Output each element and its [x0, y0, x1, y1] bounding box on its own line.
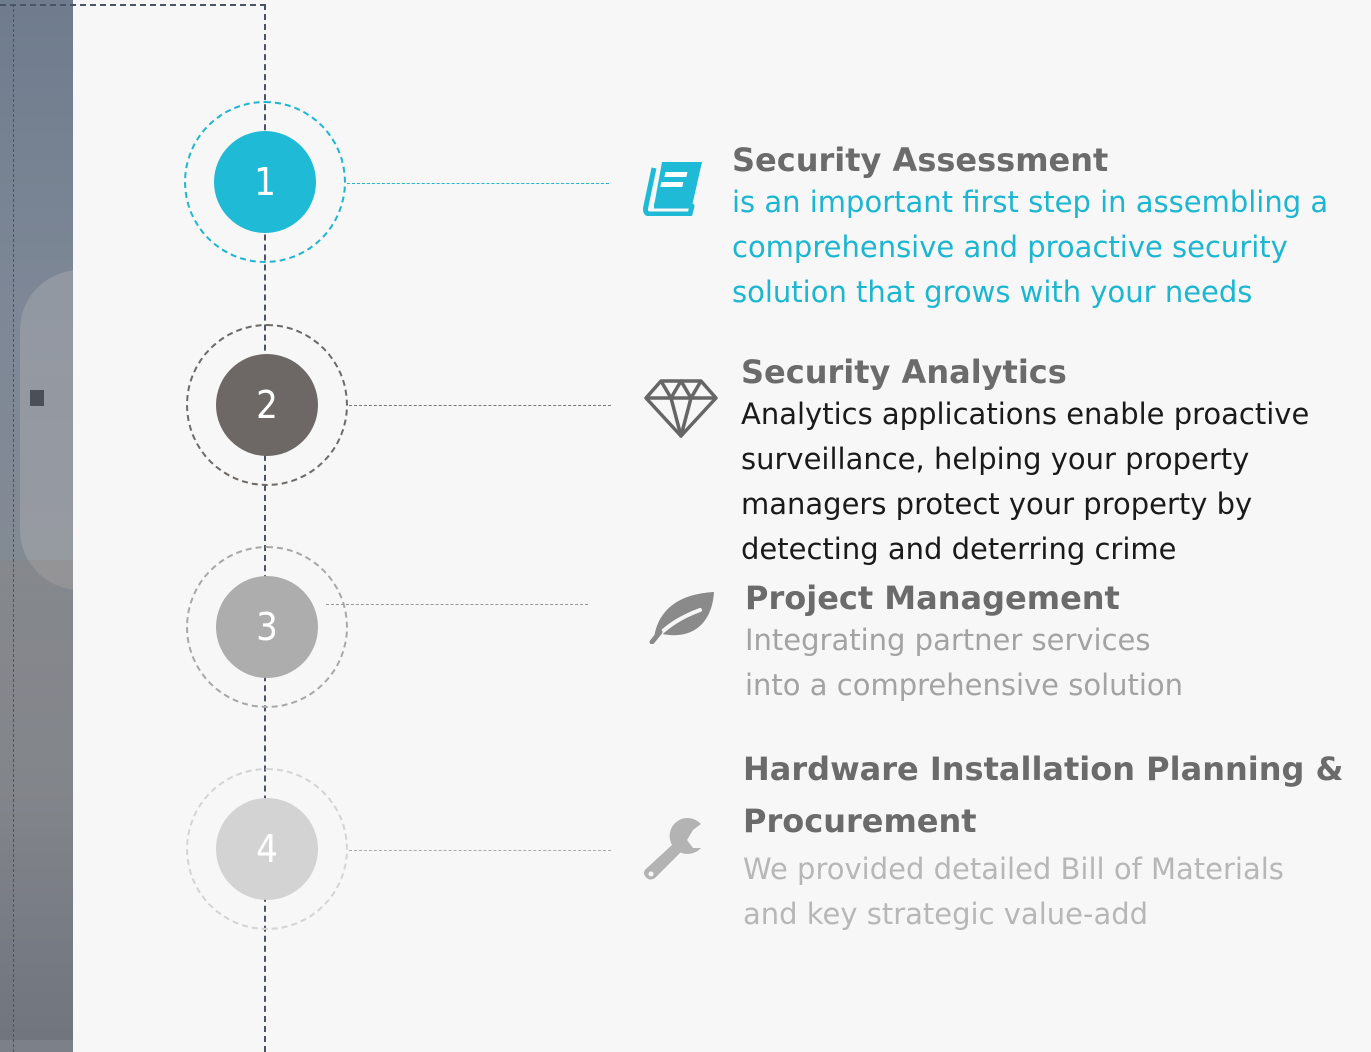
- step-4-badge: 4: [216, 798, 318, 900]
- leaf-icon: [649, 592, 714, 644]
- step-2-text: Security Analytics Analytics application…: [741, 352, 1309, 572]
- wrench-icon: [643, 818, 701, 880]
- step-1-line-1: is an important first step in assembling…: [732, 185, 1329, 219]
- step-4-line-1: We provided detailed Bill of Materials: [743, 852, 1284, 886]
- step-3-badge: 3: [216, 576, 318, 678]
- step-2-connector: [349, 405, 611, 406]
- step-3-ring: [186, 546, 348, 708]
- book-icon: [643, 162, 702, 216]
- timeline-vertical-line: [264, 4, 266, 1052]
- photo-figure-detail: [30, 390, 44, 406]
- step-3-line-1: Integrating partner services: [745, 623, 1151, 657]
- step-3-title: Project Management: [745, 579, 1120, 617]
- photo-figure-body: [0, 560, 73, 1040]
- step-2-line-1: Analytics applications enable proactive: [741, 397, 1310, 431]
- step-2-ring: [186, 324, 348, 486]
- step-4-text: Hardware Installation Planning & Procure…: [743, 743, 1343, 937]
- step-3-line-2: into a comprehensive solution: [745, 668, 1184, 702]
- step-2-title: Security Analytics: [741, 353, 1067, 391]
- photo-figure-head: [20, 270, 73, 590]
- step-1-connector: [347, 183, 609, 184]
- step-3-connector: [326, 604, 588, 605]
- side-photo-panel: [0, 0, 73, 1052]
- step-3-text: Project Management Integrating partner s…: [745, 578, 1183, 708]
- step-1-title: Security Assessment: [732, 141, 1109, 179]
- step-4-connector: [349, 850, 611, 851]
- step-1-line-2: comprehensive and proactive security: [732, 230, 1288, 264]
- step-4-title-line-2: Procurement: [743, 802, 977, 840]
- frame-top-border: [0, 4, 266, 6]
- step-2-number: 2: [256, 383, 278, 427]
- step-4-line-2: and key strategic value-add: [743, 897, 1149, 931]
- step-1-line-3: solution that grows with your needs: [732, 275, 1253, 309]
- step-2-line-2: surveillance, helping your property: [741, 442, 1250, 476]
- step-2-line-4: detecting and deterring crime: [741, 532, 1177, 566]
- step-4-title-line-1: Hardware Installation Planning &: [743, 750, 1344, 788]
- diamond-icon: [644, 379, 718, 438]
- step-2-line-3: managers protect your property by: [741, 487, 1253, 521]
- step-1-number: 1: [254, 160, 276, 204]
- step-1-badge: 1: [214, 131, 316, 233]
- step-1-ring: [184, 101, 346, 263]
- frame-left-border: [13, 4, 14, 1052]
- step-3-number: 3: [256, 605, 278, 649]
- step-2-badge: 2: [216, 354, 318, 456]
- step-1-text: Security Assessment is an important firs…: [732, 140, 1328, 315]
- step-4-ring: [186, 768, 348, 930]
- step-4-number: 4: [256, 827, 278, 871]
